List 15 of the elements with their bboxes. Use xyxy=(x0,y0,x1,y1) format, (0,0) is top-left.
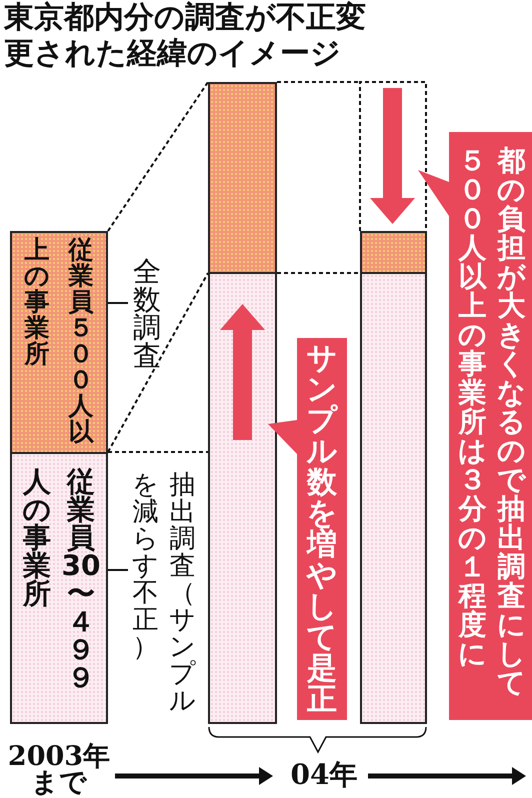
survey-label: 全数調査 xyxy=(128,256,166,374)
bar-segment xyxy=(360,272,427,724)
year-label: 2003年まで xyxy=(6,744,112,796)
survey-label: 抽出調査（サンプルを減らす不正） xyxy=(128,470,200,720)
category-box: 従業員30〜４９９人の事業所 xyxy=(10,452,108,724)
leader-line xyxy=(108,569,128,571)
callout-box: サンプル数を増やして是正 xyxy=(268,338,347,720)
category-box: 従業員５００人以上の事業所 xyxy=(10,231,108,454)
bar-segment xyxy=(208,82,277,274)
leader-line xyxy=(108,302,128,304)
bar-segment xyxy=(208,272,277,724)
year-label: 04年 xyxy=(290,762,358,788)
title: 東京都内分の調査が不正変更された経緯のイメージ xyxy=(4,0,367,72)
bar-segment xyxy=(360,231,427,274)
callout-box: 都の負担が大きくなるので抽出調査にして５００人以上の事業所は３分の１程度に xyxy=(418,132,532,720)
